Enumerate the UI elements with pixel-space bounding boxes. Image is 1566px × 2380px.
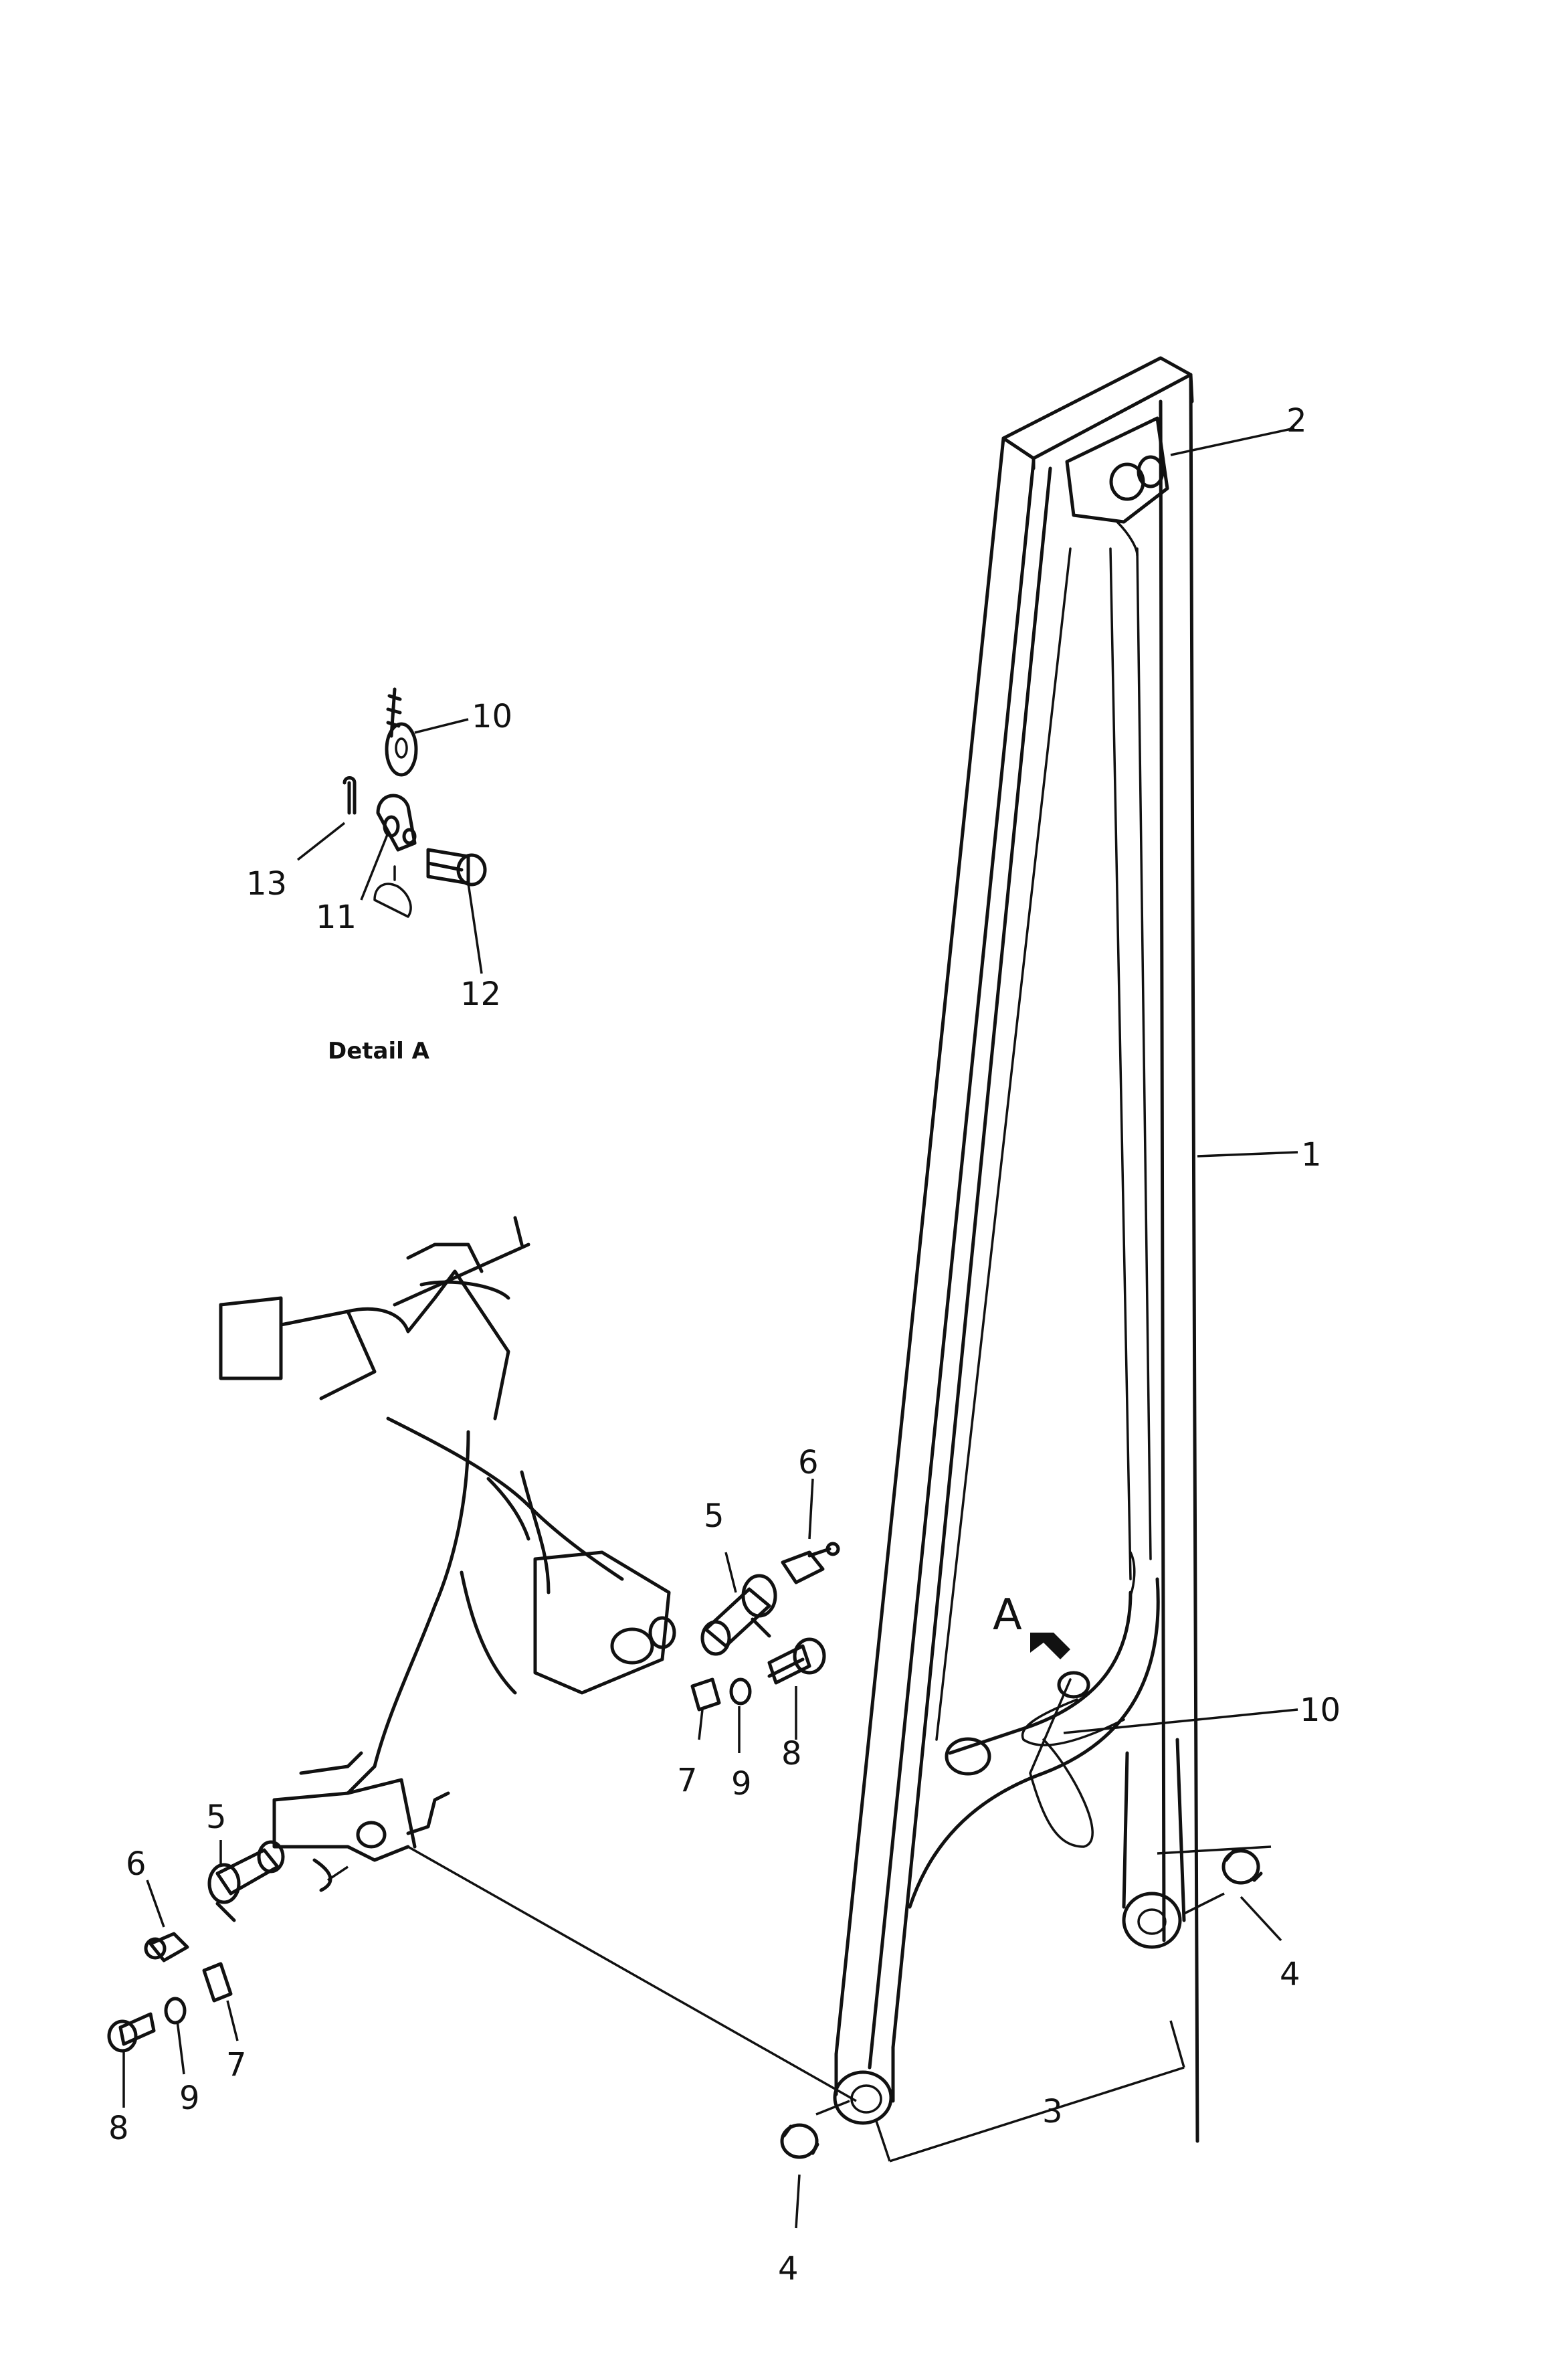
detail-caption: Detail A [328, 1038, 430, 1065]
lock-plate-upper [690, 1677, 721, 1712]
label-part-11: 11 [316, 899, 357, 936]
label-part-5-lower: 5 [206, 1799, 227, 1836]
lock-plate-lower [202, 1962, 233, 2003]
label-part-3: 3 [1042, 2093, 1063, 2130]
mast-frame [833, 356, 1199, 2143]
bushing-right [1221, 1848, 1263, 1885]
label-part-8-lower: 8 [108, 2110, 129, 2147]
callout-arrow-a: A [993, 1590, 1070, 1659]
grease-fitting-lower [144, 1932, 189, 1962]
label-part-10-detail: 10 [472, 698, 512, 735]
pin-upper [700, 1574, 777, 1656]
label-part-1: 1 [1301, 1136, 1322, 1174]
grease-fitting-upper [781, 1542, 840, 1584]
label-part-7-lower: 7 [226, 2046, 247, 2084]
label-part-13: 13 [246, 865, 287, 903]
label-part-4-left: 4 [778, 2250, 799, 2288]
part-number-labels: 1 2 3 4 4 5 5 6 6 7 7 8 8 9 9 10 10 11 1… [108, 402, 1341, 2288]
bushing-left [780, 2123, 819, 2159]
label-part-9-lower: 9 [179, 2080, 200, 2117]
label-part-4-right: 4 [1280, 1956, 1300, 1993]
bolt-lower [107, 2012, 156, 2053]
washer-lower [164, 1997, 187, 2025]
label-part-9-upper: 9 [731, 1765, 752, 1803]
label-part-8-upper: 8 [781, 1735, 802, 1772]
detail-a-drawing [342, 687, 487, 918]
label-part-6-lower: 6 [126, 1845, 146, 1883]
label-part-6-upper: 6 [798, 1444, 819, 1481]
leader-lines [122, 427, 1298, 2229]
pin-lower [207, 1840, 285, 1922]
callout-letter: A [993, 1590, 1022, 1640]
mast-chain [945, 1671, 1125, 1848]
label-part-7-upper: 7 [677, 1762, 698, 1799]
bolt-upper [767, 1637, 826, 1685]
label-part-2: 2 [1286, 402, 1307, 440]
label-part-10-mast: 10 [1300, 1691, 1341, 1729]
washer-upper [729, 1677, 752, 1706]
label-part-5-upper: 5 [704, 1497, 724, 1535]
carriage-frame [219, 1216, 676, 1892]
label-part-12: 12 [460, 976, 501, 1013]
